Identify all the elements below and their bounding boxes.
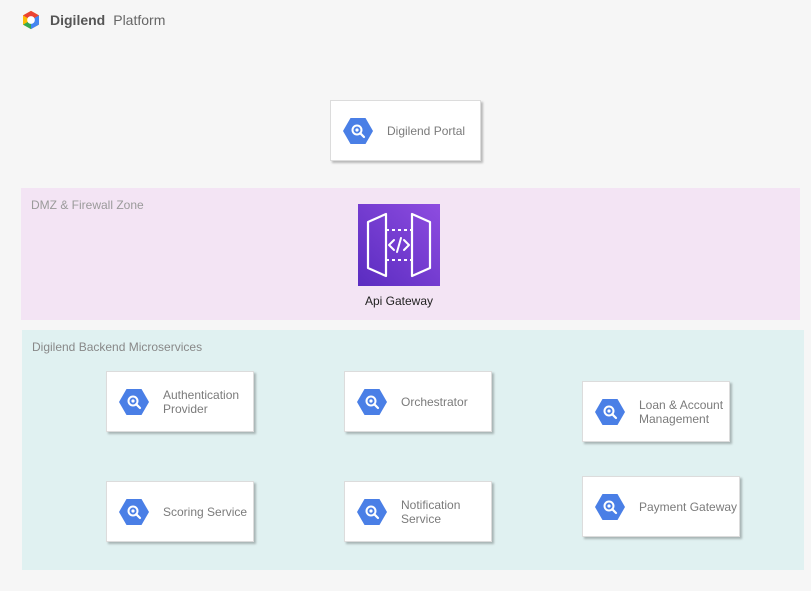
node-digilend-portal[interactable]: Digilend Portal [330, 100, 481, 161]
zone-backend-label: Digilend Backend Microservices [32, 340, 203, 354]
hexagon-search-icon [357, 498, 387, 525]
node-label: Scoring Service [163, 504, 248, 519]
hexagon-search-icon [595, 493, 625, 520]
node-loan-account-management[interactable]: Loan & Account Management [582, 381, 730, 442]
hexagon-search-icon [343, 117, 373, 144]
node-payment-gateway[interactable]: Payment Gateway [582, 476, 740, 537]
node-label: Payment Gateway [639, 499, 738, 514]
node-scoring-service[interactable]: Scoring Service [106, 481, 254, 542]
diagram-header: Digilend Platform [20, 8, 165, 32]
hexagon-search-icon [119, 388, 149, 415]
cloud-logo-icon [23, 10, 39, 30]
zone-dmz-label: DMZ & Firewall Zone [31, 198, 144, 212]
hexagon-search-icon [357, 388, 387, 415]
hexagon-search-icon [595, 398, 625, 425]
hexagon-search-icon [119, 498, 149, 525]
node-notification-service[interactable]: Notification Service [344, 481, 492, 542]
node-authentication-provider[interactable]: Authentication Provider [106, 371, 254, 432]
node-orchestrator[interactable]: Orchestrator [344, 371, 492, 432]
api-gateway-label: Api Gateway [364, 294, 434, 308]
brand-name: Digilend [50, 12, 106, 28]
brand-platform: Platform [113, 12, 166, 28]
node-label: Loan & Account Management [639, 397, 724, 426]
node-label: Authentication Provider [163, 387, 240, 416]
node-label: Orchestrator [401, 394, 468, 409]
node-label: Digilend Portal [387, 123, 466, 138]
node-label: Notification Service [401, 497, 461, 526]
api-gateway-icon[interactable] [358, 204, 440, 286]
